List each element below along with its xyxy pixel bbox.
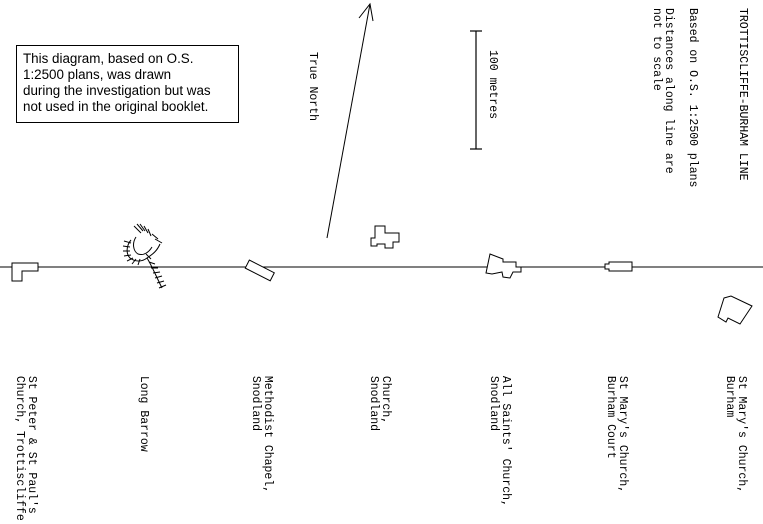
long-barrow-plan <box>122 223 167 289</box>
site-label-all-saints-1: All Saints' Church, <box>499 362 523 507</box>
site-label-all-saints-2: Snodland <box>487 362 511 431</box>
note-line: 1:2500 plans, was drawn <box>23 67 172 82</box>
site-label-line: St Mary's Church, <box>616 375 629 494</box>
note-line: not used in the original booklet. <box>23 99 209 114</box>
header-scale-note-2: not to scale <box>650 8 663 91</box>
all-saints-plan <box>485 253 522 279</box>
header-title: TROTTISCLIFFE-BURHAM LINE <box>736 8 749 181</box>
site-label-line: Methodist Chapel, <box>261 375 274 494</box>
church-plan-snodland <box>370 225 400 249</box>
church-plan-burham <box>717 295 753 325</box>
site-label-line: Snodland <box>487 375 500 432</box>
scale-bar-label: 100 metres <box>486 50 499 120</box>
note-line: during the investigation but was <box>23 83 211 98</box>
chapel-plan-snodland <box>244 259 275 282</box>
church-plan-trottiscliffe <box>11 262 39 282</box>
note-line: This diagram, based on O.S. <box>23 51 194 66</box>
site-label-methodist-1: Methodist Chapel, <box>261 362 285 493</box>
site-label-burham-court-2: Burham Court <box>604 362 628 459</box>
site-label-line: Snodland <box>249 375 262 432</box>
site-label-methodist-2: Snodland <box>249 362 273 431</box>
scale-bar <box>470 30 482 150</box>
site-label-burham-1: St Mary's Church, <box>735 362 759 493</box>
note-box: This diagram, based on O.S. 1:2500 plans… <box>16 45 239 123</box>
site-label-burham-2: Burham <box>723 362 747 417</box>
site-label-line: Burham Court <box>604 375 617 459</box>
north-arrow-label: True North <box>306 52 319 122</box>
site-label-line: Church, <box>379 375 392 425</box>
site-label-long-barrow: Long Barrow <box>137 362 161 452</box>
site-label-line: Burham <box>723 375 736 418</box>
site-label-trottiscliffe-1: St Peter & St Paul's <box>25 362 49 514</box>
site-label-line: Long Barrow <box>137 375 150 452</box>
site-label-snodland-church-2: Snodland <box>367 362 391 431</box>
site-label-line: St Mary's Church, <box>735 375 748 494</box>
north-arrow-icon <box>326 2 374 239</box>
church-plan-burham-court <box>604 261 633 272</box>
site-label-snodland-church-1: Church, <box>379 362 403 424</box>
site-label-trottiscliffe: Church, Trottiscliffe <box>13 362 37 521</box>
site-label-burham-court-1: St Mary's Church, <box>616 362 640 493</box>
site-label-line: Church, Trottiscliffe <box>13 375 26 521</box>
site-label-line: St Peter & St Paul's <box>25 375 38 514</box>
site-label-line: Snodland <box>367 375 380 432</box>
site-label-line: All Saints' Church, <box>499 375 512 507</box>
header-scale-note-1: Distances along line are <box>662 8 675 174</box>
header-basis: Based on O.S. 1:2500 plans <box>686 8 699 188</box>
